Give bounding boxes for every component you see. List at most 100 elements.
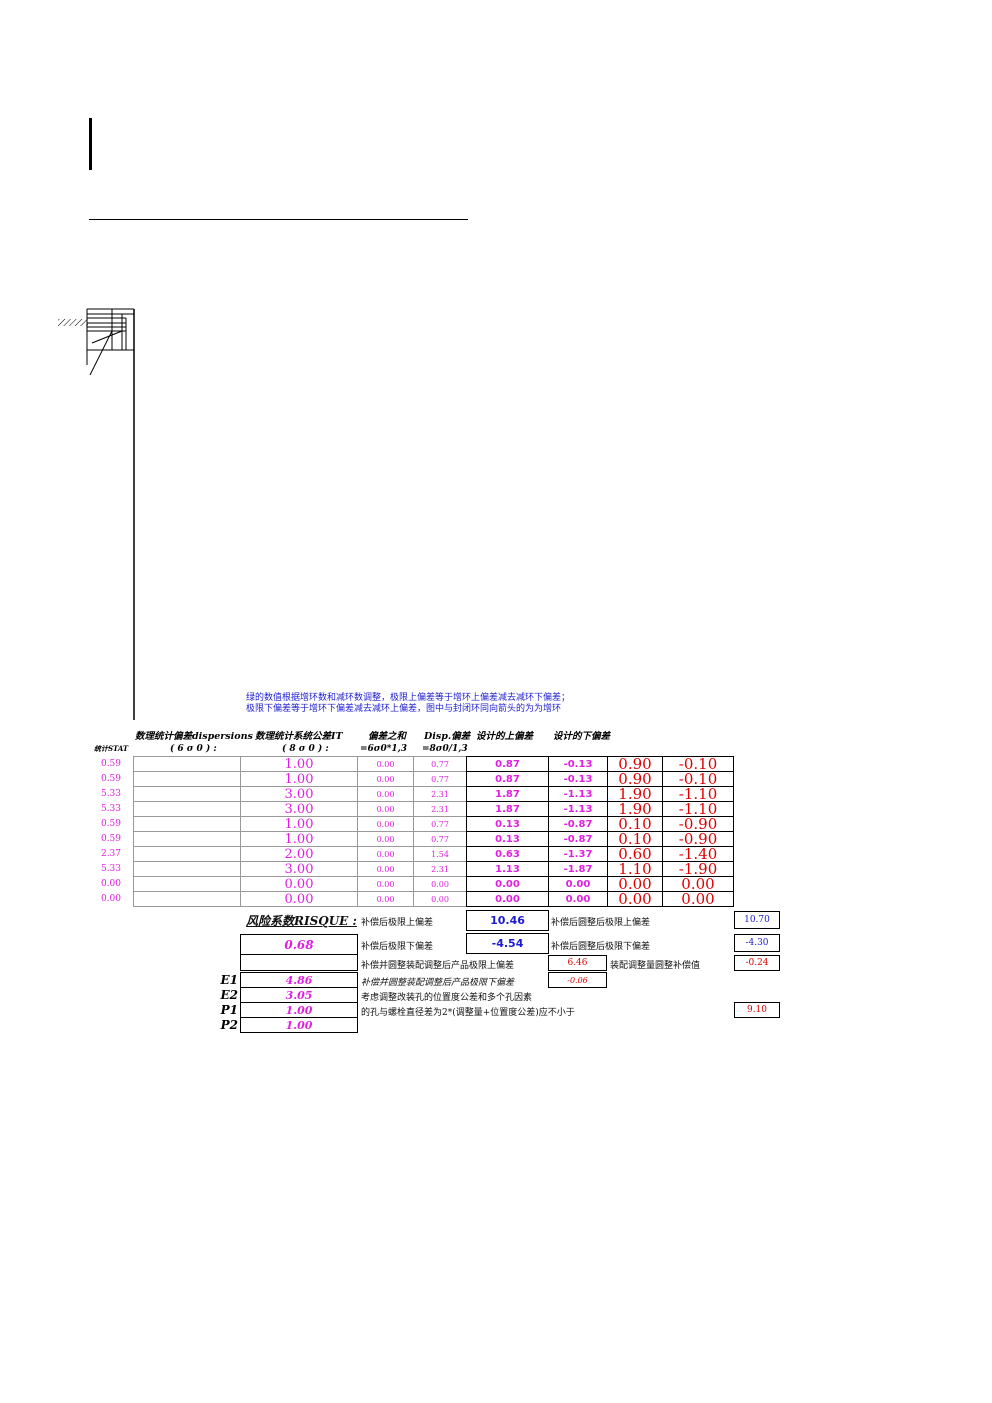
e1-value-cell[interactable]: 4.86 <box>240 972 358 988</box>
table-cell[interactable] <box>133 786 241 802</box>
table-cell[interactable]: 2.00 <box>240 846 358 862</box>
table-cell[interactable]: 0.77 <box>413 771 467 787</box>
table-cell[interactable] <box>133 876 241 892</box>
cell-value-rlow: 0.00 <box>681 890 715 908</box>
table-cell[interactable]: -1.13 <box>548 801 608 817</box>
table-cell[interactable] <box>133 756 241 772</box>
table-cell[interactable]: 0.00 <box>662 875 734 893</box>
table-cell[interactable]: 3.00 <box>240 801 358 817</box>
table-cell[interactable]: 0.90 <box>607 770 663 788</box>
table-cell[interactable]: 2.31 <box>413 786 467 802</box>
table-cell[interactable]: 0.63 <box>466 846 549 862</box>
table-cell[interactable]: -1.87 <box>548 861 608 877</box>
table-cell[interactable]: 0.00 <box>357 846 414 862</box>
cell-value-sum: 0.00 <box>376 864 395 874</box>
comp-lower-value-cell[interactable]: -4.54 <box>466 933 549 954</box>
blank-cell[interactable] <box>240 954 358 971</box>
asm-upper-value-cell[interactable]: 6.46 <box>548 955 607 971</box>
table-cell[interactable]: 1.00 <box>240 816 358 832</box>
cell-value-low: -0.87 <box>563 818 593 830</box>
table-cell[interactable]: 0.00 <box>548 891 608 907</box>
cell-value-rup: 1.90 <box>618 785 652 803</box>
table-cell[interactable] <box>133 891 241 907</box>
table-cell[interactable]: 0.00 <box>357 816 414 832</box>
table-cell[interactable]: 0.13 <box>466 831 549 847</box>
table-cell[interactable]: -0.87 <box>548 816 608 832</box>
cell-value-rlow: -0.90 <box>678 815 718 833</box>
table-cell[interactable]: 3.00 <box>240 861 358 877</box>
comp-upper-value-cell[interactable]: 10.46 <box>466 910 549 931</box>
table-cell[interactable]: 0.87 <box>466 756 549 772</box>
table-cell[interactable]: 0.00 <box>662 890 734 908</box>
table-cell[interactable]: 0.00 <box>240 876 358 892</box>
table-cell[interactable] <box>133 816 241 832</box>
cell-value-up: 0.00 <box>495 878 520 890</box>
table-cell[interactable]: -0.13 <box>548 756 608 772</box>
p1-value-cell[interactable]: 1.00 <box>240 1002 358 1018</box>
table-cell[interactable]: 0.60 <box>607 845 663 863</box>
table-cell[interactable]: 1.00 <box>240 771 358 787</box>
table-cell[interactable] <box>133 831 241 847</box>
table-cell[interactable]: 1.10 <box>607 860 663 878</box>
sub-disp-formula: =8σ0/1,3 <box>422 744 468 754</box>
table-cell[interactable]: 0.87 <box>466 771 549 787</box>
risque-value-cell[interactable]: 0.68 <box>240 934 358 955</box>
table-cell[interactable]: 0.77 <box>413 816 467 832</box>
table-cell[interactable]: -0.87 <box>548 831 608 847</box>
table-cell[interactable]: 0.77 <box>413 756 467 772</box>
e2-value-cell[interactable]: 3.05 <box>240 987 358 1003</box>
table-cell[interactable]: 0.00 <box>357 891 414 907</box>
table-cell[interactable]: 0.00 <box>357 771 414 787</box>
table-cell[interactable]: -1.90 <box>662 860 734 878</box>
asm-adjust-value-cell[interactable]: -0.24 <box>734 955 780 971</box>
table-cell[interactable]: 1.13 <box>466 861 549 877</box>
table-cell[interactable]: 0.00 <box>357 861 414 877</box>
cell-value-rup: 1.90 <box>618 800 652 818</box>
table-cell[interactable]: 0.00 <box>413 876 467 892</box>
asm-upper-value: 6.46 <box>567 958 588 968</box>
table-cell[interactable]: 0.00 <box>357 876 414 892</box>
table-cell[interactable]: -0.13 <box>548 771 608 787</box>
table-cell[interactable]: 1.00 <box>240 756 358 772</box>
drawing-line <box>91 330 123 344</box>
table-cell[interactable]: 0.00 <box>466 876 549 892</box>
table-cell[interactable]: 0.00 <box>413 891 467 907</box>
table-cell[interactable]: 3.00 <box>240 786 358 802</box>
table-cell[interactable]: 2.31 <box>413 801 467 817</box>
cell-value-low: 0.00 <box>565 878 591 890</box>
table-cell[interactable] <box>133 861 241 877</box>
table-cell[interactable]: 0.13 <box>466 816 549 832</box>
round-lower-value-cell[interactable]: -4.30 <box>734 934 780 952</box>
table-cell[interactable]: -1.13 <box>548 786 608 802</box>
table-cell[interactable]: 0.00 <box>607 890 663 908</box>
table-cell[interactable]: 0.00 <box>240 891 358 907</box>
round-upper-value-cell[interactable]: 10.70 <box>734 911 780 929</box>
table-cell[interactable]: 1.87 <box>466 786 549 802</box>
table-cell[interactable]: 2.31 <box>413 861 467 877</box>
cell-value-rup: 0.10 <box>618 830 652 848</box>
hole-value-cell[interactable]: 9.10 <box>734 1002 780 1018</box>
stat-value: 0.00 <box>100 894 122 904</box>
table-cell[interactable]: 0.90 <box>607 755 663 773</box>
table-cell[interactable]: 1.00 <box>240 831 358 847</box>
table-cell[interactable]: 1.87 <box>466 801 549 817</box>
cell-value-disp: 0.77 <box>431 759 449 769</box>
table-cell[interactable] <box>133 801 241 817</box>
table-cell[interactable]: 0.00 <box>357 831 414 847</box>
p2-value-cell[interactable]: 1.00 <box>240 1017 358 1033</box>
table-cell[interactable]: 0.00 <box>548 876 608 892</box>
table-cell[interactable]: 0.00 <box>466 891 549 907</box>
table-cell[interactable]: 0.00 <box>357 786 414 802</box>
table-cell[interactable]: 0.00 <box>357 801 414 817</box>
table-cell[interactable]: -1.37 <box>548 846 608 862</box>
table-cell[interactable]: 0.77 <box>413 831 467 847</box>
asm-lower-value-cell[interactable]: -0.06 <box>548 972 607 988</box>
table-cell[interactable] <box>133 771 241 787</box>
table-cell[interactable]: 1.54 <box>413 846 467 862</box>
asm-lower-value: -0.06 <box>567 975 588 985</box>
table-cell[interactable]: 0.00 <box>357 756 414 772</box>
cell-value-sum: 0.00 <box>376 849 395 859</box>
table-cell[interactable]: -0.10 <box>662 755 734 773</box>
dimension-chain-drawing <box>58 308 135 720</box>
table-cell[interactable] <box>133 846 241 862</box>
